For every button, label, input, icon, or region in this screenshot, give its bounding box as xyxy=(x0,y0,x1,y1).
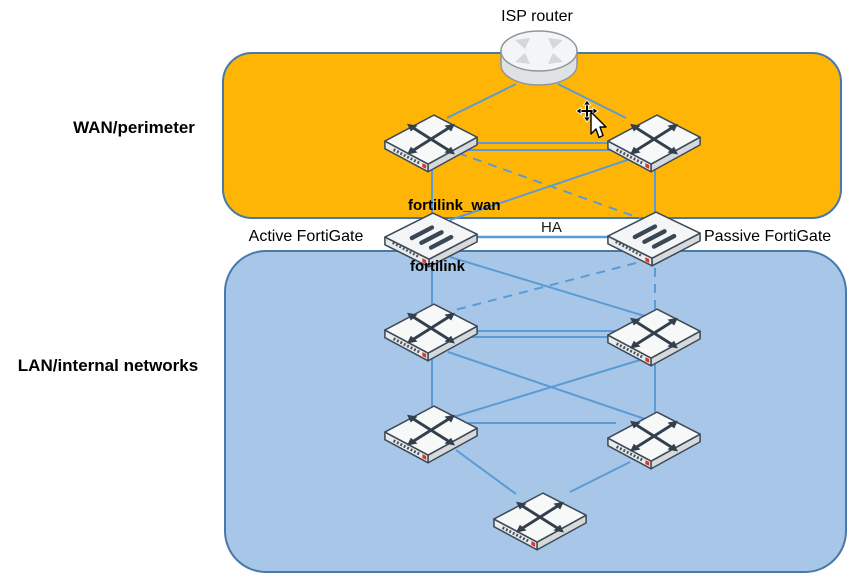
lan-switch-3-node[interactable] xyxy=(383,401,479,470)
lan-switch-4-node[interactable] xyxy=(606,407,702,476)
wan-switch-1-node[interactable] xyxy=(383,110,479,179)
link-isp-wansw2 xyxy=(557,83,627,119)
lan-switch-5-node[interactable] xyxy=(492,488,588,557)
switch-icon xyxy=(493,492,587,551)
router-icon xyxy=(500,30,578,86)
switch-icon xyxy=(607,411,701,470)
passive-fortigate-label: Passive FortiGate xyxy=(704,228,832,245)
link-lansw1-lansw4 xyxy=(447,351,649,421)
link-lansw4-lansw5 xyxy=(569,461,631,493)
move-cursor-icon xyxy=(575,99,607,139)
switch-icon xyxy=(384,114,478,173)
wan-switch-2-node[interactable] xyxy=(606,110,702,179)
lan-switch-1-node[interactable] xyxy=(383,299,479,368)
fortilink-wan-port-label: fortilink_wan xyxy=(408,197,501,214)
switch-icon xyxy=(384,303,478,362)
passive-fortigate-node[interactable] xyxy=(606,208,702,273)
isp-router-label: ISP router xyxy=(501,8,573,25)
link-lansw2-lansw3 xyxy=(449,359,641,419)
mouse-move-cursor xyxy=(575,99,610,145)
switch-icon xyxy=(384,405,478,464)
active-fortigate-label: Active FortiGate xyxy=(248,228,364,245)
switch-icon xyxy=(607,308,701,367)
isp-router-node[interactable] xyxy=(497,27,581,96)
ha-link-label: HA xyxy=(541,219,562,236)
fortilink-port-label: fortilink xyxy=(410,258,465,275)
fortigate-icon xyxy=(384,212,478,268)
fortigate-icon xyxy=(607,211,701,267)
link-wansw1-passivefg-dashed xyxy=(457,152,643,220)
link-activefg-lansw2 xyxy=(449,256,649,318)
lan-zone-label: LAN/internal networks xyxy=(17,356,199,375)
link-lansw3-lansw5 xyxy=(455,449,517,495)
switch-icon xyxy=(607,114,701,173)
lan-switch-2-node[interactable] xyxy=(606,304,702,373)
wan-zone-label: WAN/perimeter xyxy=(73,118,195,137)
active-fortigate-node[interactable] xyxy=(383,209,479,274)
link-isp-wansw1 xyxy=(446,83,517,119)
